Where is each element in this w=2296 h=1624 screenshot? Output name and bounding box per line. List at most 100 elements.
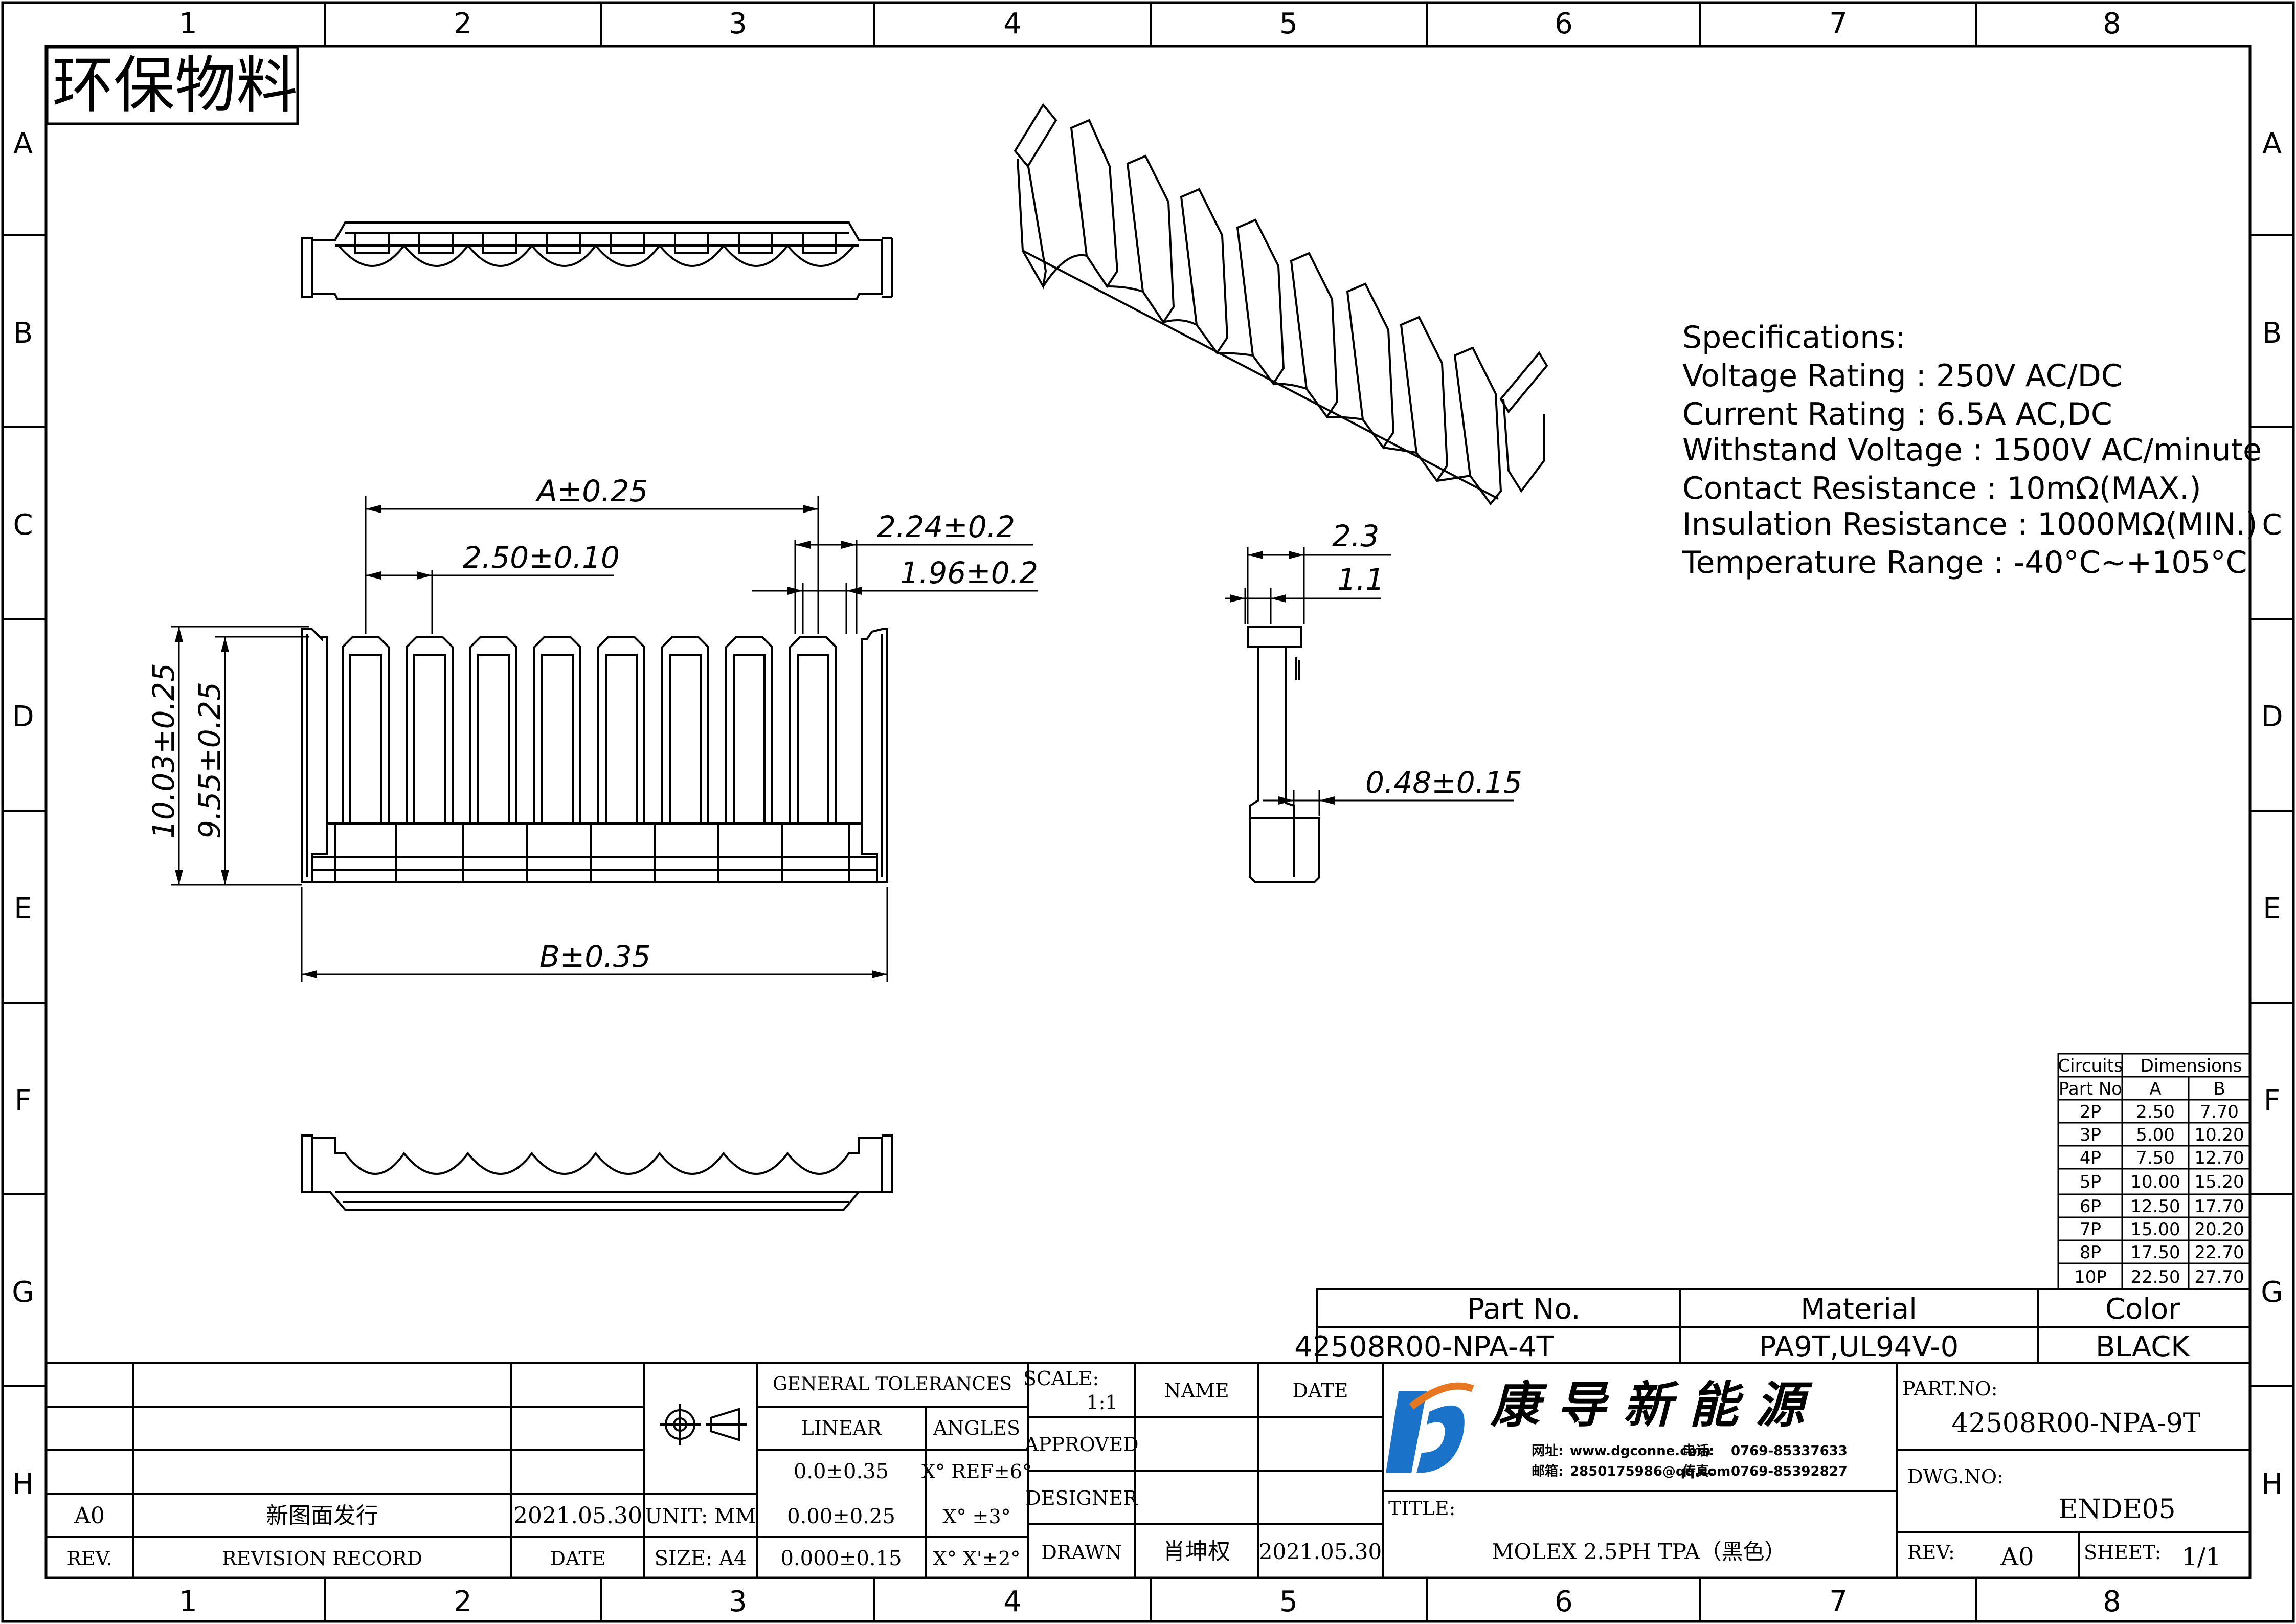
dt-cell: 5P (2080, 1172, 2101, 1192)
col-label: 8 (2103, 1585, 2121, 1618)
isometric-view (1014, 103, 1548, 506)
designer-label: DESIGNER (1025, 1487, 1138, 1509)
front-dimensions (171, 496, 1038, 982)
pt-v-part: 42508R00-NPA-4T (1294, 1330, 1555, 1364)
drawn-date: 2021.05.30 (1259, 1539, 1382, 1564)
gen-tol: GENERAL TOLERANCES (773, 1374, 1012, 1395)
scale-label: SCALE: (1023, 1367, 1099, 1390)
col-label: 6 (1555, 1585, 1573, 1618)
rev2-value: A0 (2000, 1543, 2034, 1571)
angle-2: X° ±3° (942, 1505, 1010, 1528)
eco-material-stamp: 环保物料 (46, 46, 299, 125)
dt-cell: 5.00 (2136, 1125, 2175, 1145)
col-label: 7 (1829, 7, 1848, 40)
dt-cell: 20.20 (2194, 1219, 2244, 1240)
side-dim-arrows (1230, 551, 1335, 805)
row-label: B (2262, 317, 2282, 350)
col-label: 1 (179, 1585, 197, 1618)
dt-cell: 7.50 (2136, 1148, 2175, 1168)
specifications: Specifications: Voltage Rating : 250V AC… (1682, 320, 2262, 581)
row-label: C (13, 508, 33, 542)
dt-partno: Part No (2059, 1079, 2122, 1099)
angles-label: ANGLES (933, 1417, 1020, 1439)
approved-label: APPROVED (1024, 1433, 1138, 1456)
dim-side-w2: 1.1 (1337, 562, 1384, 597)
dt-cell: 27.70 (2194, 1267, 2244, 1287)
spec-line: Voltage Rating : 250V AC/DC (1682, 358, 2123, 394)
linear-3: 0.000±0.15 (780, 1547, 902, 1570)
row-label: B (13, 317, 33, 350)
dt-cell: 10.00 (2130, 1172, 2180, 1192)
row-label: F (15, 1084, 31, 1117)
dt-cell: 10P (2074, 1267, 2107, 1287)
dt-cell: 22.70 (2194, 1242, 2244, 1263)
web-label: 网址: (1532, 1443, 1563, 1459)
stamp-text: 环保物料 (52, 50, 298, 121)
dwg-number: ENDE05 (2058, 1494, 2175, 1525)
pt-h-part: Part No. (1467, 1293, 1580, 1326)
drawn-label: DRAWN (1041, 1541, 1121, 1564)
bottom-view (301, 1134, 893, 1211)
dt-cell: 8P (2080, 1242, 2101, 1263)
spec-line: Withstand Voltage : 1500V AC/minute (1682, 432, 2262, 468)
scale-value: 1:1 (1086, 1391, 1117, 1414)
title-label: TITLE: (1388, 1497, 1455, 1520)
dt-col-a: A (2149, 1079, 2161, 1099)
spec-heading: Specifications: (1682, 320, 1906, 355)
dim-side-w1: 2.3 (1332, 519, 1379, 553)
col-label: 3 (729, 7, 747, 40)
front-view (301, 628, 888, 883)
dt-cell: 17.50 (2130, 1242, 2180, 1263)
company-logo-icon (1386, 1382, 1474, 1473)
spec-line: Contact Resistance : 10mΩ(MAX.) (1682, 471, 2201, 506)
col-label: 4 (1003, 1585, 1022, 1618)
dimension-table: Circuits Part No Dimensions A B 2P 2.50 … (2057, 1053, 2251, 1290)
part-number: 42508R00-NPA-9T (1952, 1408, 2201, 1439)
name-label: NAME (1164, 1380, 1229, 1402)
tel-label: 电话: (1682, 1443, 1714, 1459)
row-label: G (12, 1276, 34, 1309)
projection-symbol-icon (660, 1404, 747, 1445)
drawn-name: 肖坤权 (1163, 1539, 1230, 1565)
row-label: D (12, 700, 34, 733)
dim-w1: 2.24±0.2 (877, 509, 1015, 544)
linear-2: 0.00±0.25 (787, 1505, 895, 1528)
fax: 0769-85392827 (1731, 1464, 1848, 1479)
dt-cell: 12.70 (2194, 1148, 2244, 1168)
unit: UNIT: MM (645, 1505, 756, 1528)
rev2-label: REV: (1907, 1541, 1955, 1564)
dim-h2: 9.55±0.25 (192, 682, 227, 839)
dt-cell: 10.20 (2194, 1125, 2244, 1145)
angle-1: X° REF±6° (921, 1460, 1032, 1483)
spec-line: Insulation Resistance : 1000MΩ(MIN.) (1682, 506, 2258, 542)
spec-line: Current Rating : 6.5A AC,DC (1682, 396, 2112, 432)
dt-col-b: B (2213, 1079, 2225, 1099)
dim-a: A±0.25 (535, 474, 648, 508)
dt-cell: 15.20 (2194, 1172, 2244, 1192)
dt-cell: 7.70 (2200, 1102, 2239, 1122)
date-label: DATE (550, 1547, 606, 1570)
dt-cell: 4P (2080, 1148, 2101, 1168)
dim-arrows (175, 505, 887, 978)
dt-cell: 22.50 (2130, 1267, 2180, 1287)
tel: 0769-85337633 (1731, 1443, 1848, 1459)
title-block: A0 新图面发行 2021.05.30 REV. REVISION RECORD… (45, 1362, 2251, 1579)
size: SIZE: A4 (655, 1547, 747, 1570)
linear-1: 0.0±0.35 (794, 1460, 889, 1483)
pt-h-color: Color (2105, 1293, 2180, 1326)
sheet-value: 1/1 (2181, 1543, 2221, 1571)
dt-cell: 3P (2080, 1125, 2101, 1145)
linear-label: LINEAR (801, 1417, 882, 1439)
part-material-table: Part No. Material Color 42508R00-NPA-4T … (1294, 1288, 2251, 1364)
rev-code: A0 (74, 1503, 105, 1529)
rev-date: 2021.05.30 (513, 1503, 642, 1529)
dt-cell: 6P (2080, 1196, 2101, 1217)
top-view (301, 221, 893, 300)
front-fingers (327, 636, 862, 882)
web: www.dgconne.com (1570, 1443, 1711, 1459)
dt-circuits: Circuits (2058, 1056, 2123, 1076)
row-label: H (12, 1467, 34, 1501)
col-label: 6 (1555, 7, 1573, 40)
col-label: 5 (1279, 1585, 1298, 1618)
